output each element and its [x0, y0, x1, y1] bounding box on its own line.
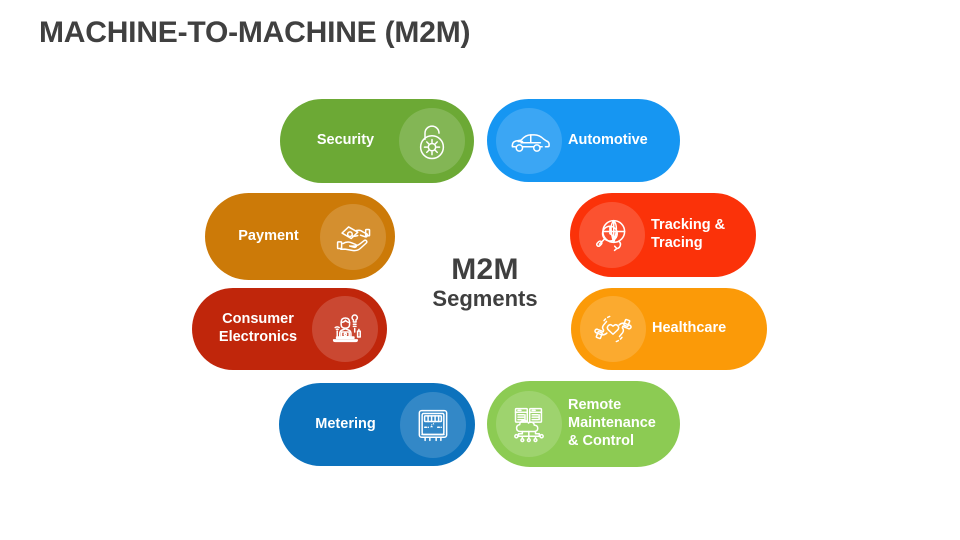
hand-giving-money-icon [320, 203, 386, 270]
segment-pill-metering[interactable]: Metering [279, 383, 475, 466]
car-icon [496, 107, 562, 174]
segment-pill-automotive[interactable]: Automotive [487, 99, 680, 182]
segment-pill-tracking[interactable]: Tracking & Tracing [570, 193, 756, 277]
segment-label-automotive: Automotive [568, 131, 648, 148]
segment-label-consumer-electronics: Consumer Electronics [218, 311, 298, 345]
center-label: M2M Segments [395, 253, 575, 312]
electric-meter-icon [400, 391, 466, 458]
segment-pill-payment[interactable]: Payment [205, 193, 395, 280]
page-title: MACHINE-TO-MACHINE (M2M) [39, 16, 471, 49]
cloud-servers-network-icon [496, 391, 562, 457]
segment-pill-remote-maintenance[interactable]: Remote Maintenance & Control [487, 381, 680, 467]
segment-pill-consumer-electronics[interactable]: Consumer Electronics [192, 288, 387, 370]
segment-label-payment: Payment [238, 227, 299, 244]
segment-pill-healthcare[interactable]: Healthcare [571, 288, 767, 370]
segment-label-security: Security [316, 132, 375, 149]
segment-label-metering: Metering [315, 415, 376, 432]
open-padlock-gear-icon [399, 108, 465, 174]
segment-label-remote-maintenance: Remote Maintenance & Control [568, 397, 656, 449]
center-label-line2: Segments [432, 286, 538, 312]
hands-heart-icon [580, 296, 646, 362]
segment-label-tracking: Tracking & Tracing [651, 217, 726, 251]
magnifier-globe-icon [579, 202, 645, 268]
segment-label-healthcare: Healthcare [652, 320, 727, 337]
segment-pill-security[interactable]: Security [280, 99, 474, 183]
person-laptop-icon [312, 296, 378, 362]
center-label-line1: M2M [451, 253, 519, 286]
